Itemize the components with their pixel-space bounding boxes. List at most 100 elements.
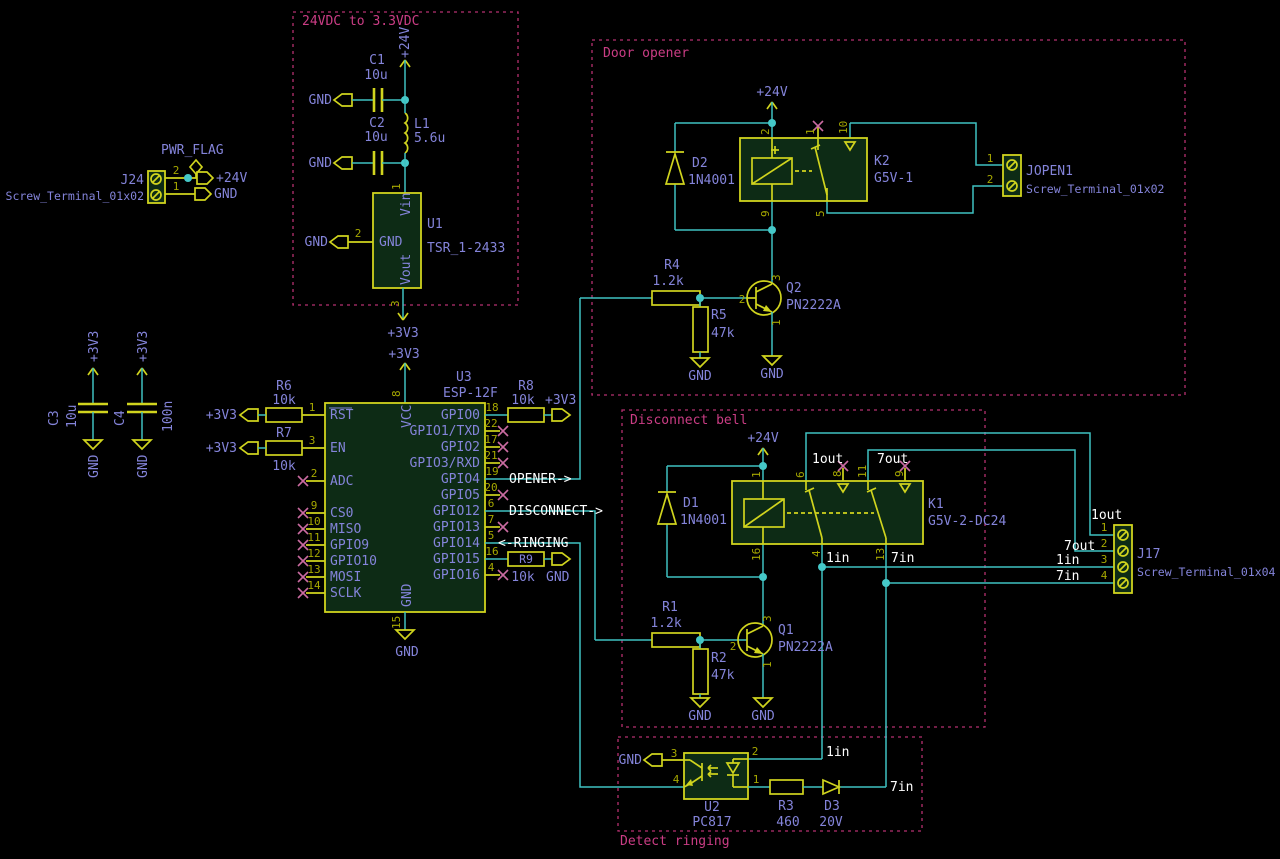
r9-ref: R9 (519, 552, 533, 566)
do-24v: +24V (756, 85, 787, 100)
db-24v: +24V (747, 431, 778, 446)
resistor-r7[interactable]: R7 10k +3V3 (206, 426, 303, 474)
jopen1-part: Screw_Terminal_01x02 (1026, 182, 1164, 196)
r3-val: 460 (776, 815, 799, 830)
pin-name-rst: RST (330, 408, 354, 423)
k1-num-13: 13 (874, 548, 887, 561)
u1-pin-vin: Vin (399, 193, 414, 216)
j24-part: Screw_Terminal_01x02 (6, 189, 144, 203)
u2-val: PC817 (692, 815, 731, 830)
r6-ref: R6 (276, 379, 292, 394)
l1-ref: L1 (414, 117, 430, 132)
r8-3v3: +3V3 (545, 393, 576, 408)
diode-d1[interactable]: D1 1N4001 (656, 491, 727, 528)
transistor-q2[interactable]: 2 3 1 Q2 PN2222A GND (739, 274, 841, 382)
u2-num-3: 3 (671, 747, 678, 760)
k2-num-1: 1 (804, 128, 817, 135)
mcu-esp12f[interactable]: +3V3 U3 ESP-12F 8 VCC GND 15 GND RST EN … (206, 298, 684, 788)
disconnect-bell-section[interactable]: +24V D1 (595, 431, 1114, 788)
diode-d3[interactable]: D3 20V (819, 778, 843, 830)
r5-gnd: GND (688, 369, 712, 384)
pin-name-miso: MISO (330, 522, 361, 537)
diode-d2[interactable]: D2 1N4001 (664, 151, 735, 188)
section-title-disconnect-bell: Disconnect bell (630, 413, 747, 428)
r9-val: 10k (511, 570, 535, 585)
resistor-r6[interactable]: R6 10k +3V3 (206, 379, 303, 423)
no-connect-marks (297, 425, 509, 599)
pin-name-gpio2: GPIO2 (441, 440, 480, 455)
mcu-gnd-label: GND (395, 645, 419, 660)
u2-gnd-label: GND (619, 753, 643, 768)
resistor-r2[interactable]: R2 47k GND (688, 640, 735, 724)
pin-num-3: 3 (309, 434, 316, 447)
k2-num-2: 2 (759, 128, 772, 135)
k2-num-10: 10 (837, 121, 850, 134)
pin-name-gpio4: GPIO4 (441, 472, 480, 487)
d1-val: 1N4001 (680, 513, 727, 528)
mcu-left-stubs (302, 414, 325, 594)
u2-ref: U2 (704, 800, 720, 815)
r2-val: 47k (711, 668, 735, 683)
d2-ref: D2 (692, 156, 708, 171)
jopen1-connector[interactable]: 1 2 JOPEN1 Screw_Terminal_01x02 (987, 152, 1165, 197)
u1-pin-gnd: GND (379, 235, 403, 250)
k1-num-8: 8 (831, 470, 844, 477)
db-wires[interactable] (595, 432, 1114, 788)
mcu-gnd-num: 15 (390, 616, 403, 629)
power-input-connector[interactable]: PWR_FLAG J24 Screw_Terminal_01x02 2 1 +2… (6, 143, 248, 204)
pin-name-gpio9: GPIO9 (330, 538, 369, 553)
r5-ref: R5 (711, 308, 727, 323)
d3-ref: D3 (824, 799, 840, 814)
resistor-r8[interactable]: R8 10k +3V3 (485, 379, 576, 423)
c2-gnd-label: GND (309, 156, 333, 171)
relay-k1[interactable]: 1 6 8 11 9 16 4 13 K1 G5V-2-DC24 (731, 460, 1006, 561)
pin-name-gpio14: GPIO14 (433, 536, 480, 551)
door-opener-section[interactable]: +24V D2 1N4001 (580, 85, 1164, 384)
c4-val: 100n (161, 401, 176, 432)
pin-name-gpio0: GPIO0 (441, 408, 480, 423)
q1-gnd: GND (751, 709, 775, 724)
pin-name-cs0: CS0 (330, 506, 353, 521)
c3-val: 10u (65, 405, 80, 428)
k1-num-11: 11 (856, 465, 869, 478)
section-title-regulator: 24VDC to 3.3VDC (302, 14, 419, 29)
transistor-q1[interactable]: 2 3 1 Q1 PN2222A GND (730, 615, 833, 724)
pin-num-9: 9 (311, 499, 318, 512)
pin-name-gpio5: GPIO5 (441, 488, 480, 503)
pin-name-gpio13: GPIO13 (433, 520, 480, 535)
mcu-right-stubs (485, 430, 500, 576)
pin-num-16: 16 (485, 545, 498, 558)
resistor-r3[interactable]: R3 460 (748, 779, 823, 830)
resistor-r4[interactable]: R4 1.2k (651, 258, 701, 306)
mcu-ref: U3 (456, 370, 472, 385)
c3-gnd: GND (87, 454, 102, 478)
u1-num-2: 2 (355, 227, 362, 240)
net-7out-j17: 7out (1064, 539, 1095, 554)
resistor-r5[interactable]: R5 47k GND (688, 298, 735, 384)
j24-net-24v: +24V (216, 171, 247, 186)
j17-connector[interactable]: 1 2 3 4 1out 7out 1in 7in J17 Screw_Term… (1056, 508, 1276, 594)
regulator-section[interactable]: +24V GND C1 10u GND C2 10u L1 5.6u Vin G… (305, 27, 506, 341)
j17-pin1-num: 1 (1101, 521, 1108, 534)
j24-net-gnd: GND (214, 187, 238, 202)
r9-gnd: GND (546, 570, 570, 585)
k1-val: G5V-2-DC24 (928, 514, 1006, 529)
jopen1-ref: JOPEN1 (1026, 164, 1073, 179)
detect-ringing-section[interactable]: 3 4 2 1 U2 PC817 GND R3 460 D3 20V 1in 7… (619, 745, 914, 830)
resistor-r9[interactable]: R9 10k GND (485, 551, 572, 585)
relay-k2[interactable]: 2 1 10 9 5 K2 G5V-1 (739, 120, 913, 217)
net-7in-j17: 7in (1056, 569, 1079, 584)
u1-num-1: 1 (390, 183, 403, 190)
k1-ref: K1 (928, 497, 944, 512)
resistor-r1[interactable]: R1 1.2k (650, 600, 701, 648)
mcu-net-wires[interactable] (485, 298, 684, 788)
q1-num-e: 1 (761, 661, 774, 668)
pin-num-17: 17 (484, 433, 497, 446)
decoupling-caps[interactable]: +3V3 GND C3 10u +3V3 GND C4 100n (47, 331, 176, 478)
r2-gnd: GND (688, 709, 712, 724)
reg-net-24v: +24V (398, 27, 413, 58)
j17-pin2-num: 2 (1101, 537, 1108, 550)
optocoupler-u2[interactable]: 3 4 2 1 U2 PC817 (671, 745, 760, 830)
